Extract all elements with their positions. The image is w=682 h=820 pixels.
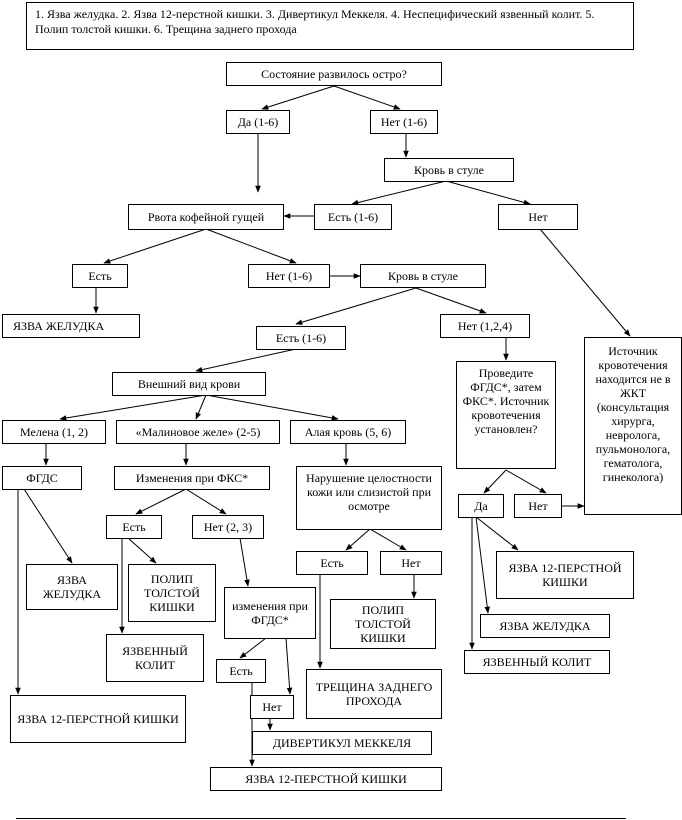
result-polyp-2: ПОЛИП ТОЛСТОЙ КИШКИ [330,599,436,649]
answer-yes-1-6: Да (1-6) [226,110,290,134]
answer-no-right: Нет [498,204,578,230]
changes-fks: Изменения при ФКС* [114,466,270,490]
edge-skin-no [369,528,407,551]
edge-no-to-outside [539,228,631,337]
edge-fgds-ulcer [23,488,73,564]
answer-no-fgds: Нет [250,695,294,719]
result-ulcer-colitis-2: ЯЗВЕННЫЙ КОЛИТ [464,650,610,674]
blood-in-stool-2: Кровь в стуле [360,264,486,288]
result-ulcer-stomach-3: ЯЗВА ЖЕЛУДКА [480,614,610,638]
result-duodenal-3: ЯЗВА 12-ПЕРСТНОЙ КИШКИ [210,767,442,791]
edge-da-duodenal [475,516,519,551]
edge-vomit-yes [103,228,207,264]
fgds: ФГДС [2,466,82,490]
edge-vomit-no [205,228,297,264]
legend-header: 1. Язва желудка. 2. Язва 12-перстной киш… [26,2,634,50]
edge-acute-no [333,85,401,110]
edge-blood2-yes [295,287,417,325]
answer-no-vomit: Нет (1-6) [248,264,330,288]
melena: Мелена (1, 2) [2,420,106,444]
bottom-divider [16,818,626,819]
result-meckel: ДИВЕРТИКУЛ МЕККЕЛЯ [252,731,432,755]
answer-yes-blood-2: Есть (1-6) [256,326,346,350]
edge-app-scarlet [205,394,339,421]
result-ulcer-stomach-2: ЯЗВА ЖЕЛУДКА [26,564,118,610]
edge-yes-polyp [127,537,157,564]
result-polyp-1: ПОЛИП ТОЛСТОЙ КИШКИ [128,564,216,622]
answer-yes-skin: Есть [296,551,368,575]
result-duodenal-1: ЯЗВА 12-ПЕРСТНОЙ КИШКИ [496,551,634,599]
edge-blood-yes [351,180,447,206]
coffee-ground-vomit: Рвота кофейной гущей [128,204,284,230]
answer-yes-fks: Есть [106,515,162,539]
source-outside-git: Источник кровотечения находится не в ЖКТ… [584,337,682,515]
question-acute: Состояние развилось остро? [226,62,442,86]
edge-blood-no [445,180,531,206]
edge-app-raspberry [195,394,207,420]
answer-no-2-3: Нет (2, 3) [192,515,264,539]
edge-yes-appearance [195,348,297,373]
blood-appearance: Внешний вид крови [112,372,266,396]
answer-no-skin: Нет [380,551,442,575]
blood-in-stool-1: Кровь в стуле [384,158,514,182]
result-anal-fissure: ТРЕЩИНА ЗАДНЕГО ПРОХОДА [306,669,442,719]
result-ulcer-stomach-1: ЯЗВА ЖЕЛУДКА [2,314,140,338]
edge-fks-no [185,488,227,515]
changes-fgds: изменения при ФГДС* [224,587,316,639]
answer-yes-vomit: Есть [72,264,128,288]
answer-da: Да [458,494,504,518]
edge-chg-yes [239,637,267,659]
answer-yes-1-6-b: Есть (1-6) [314,204,392,230]
edge-acute-yes [261,85,335,110]
edge-no-fgds2 [239,537,250,587]
edge-blood2-no [415,287,487,314]
result-ulcer-colitis-1: ЯЗВЕННЫЙ КОЛИТ [106,634,204,682]
edge-skin-yes [345,528,371,551]
edge-q-no [505,469,547,494]
raspberry-jelly: «Малиновое желе» (2-5) [116,420,280,444]
edge-q-yes [483,469,507,494]
scarlet-blood: Алая кровь (5, 6) [290,420,406,444]
answer-no-1-2-4: Нет (1,2,4) [440,314,530,338]
perform-fgds-fks: Проведите ФГДС*, затем ФКС*. Источник кр… [456,361,556,469]
edge-fks-yes [135,488,187,515]
result-duodenal-2: ЯЗВА 12-ПЕРСТНОЙ КИШКИ [10,695,186,743]
answer-yes-fgds: Есть [216,659,266,683]
edge-app-melena [59,394,207,421]
answer-no-1-6: Нет (1-6) [370,110,438,134]
edge-da-ulcer [475,516,490,614]
answer-net-right: Нет [514,494,562,518]
edge-chg-no [285,637,293,695]
skin-mucosa-damage: Нарушение целостности кожи или слизистой… [296,466,442,530]
